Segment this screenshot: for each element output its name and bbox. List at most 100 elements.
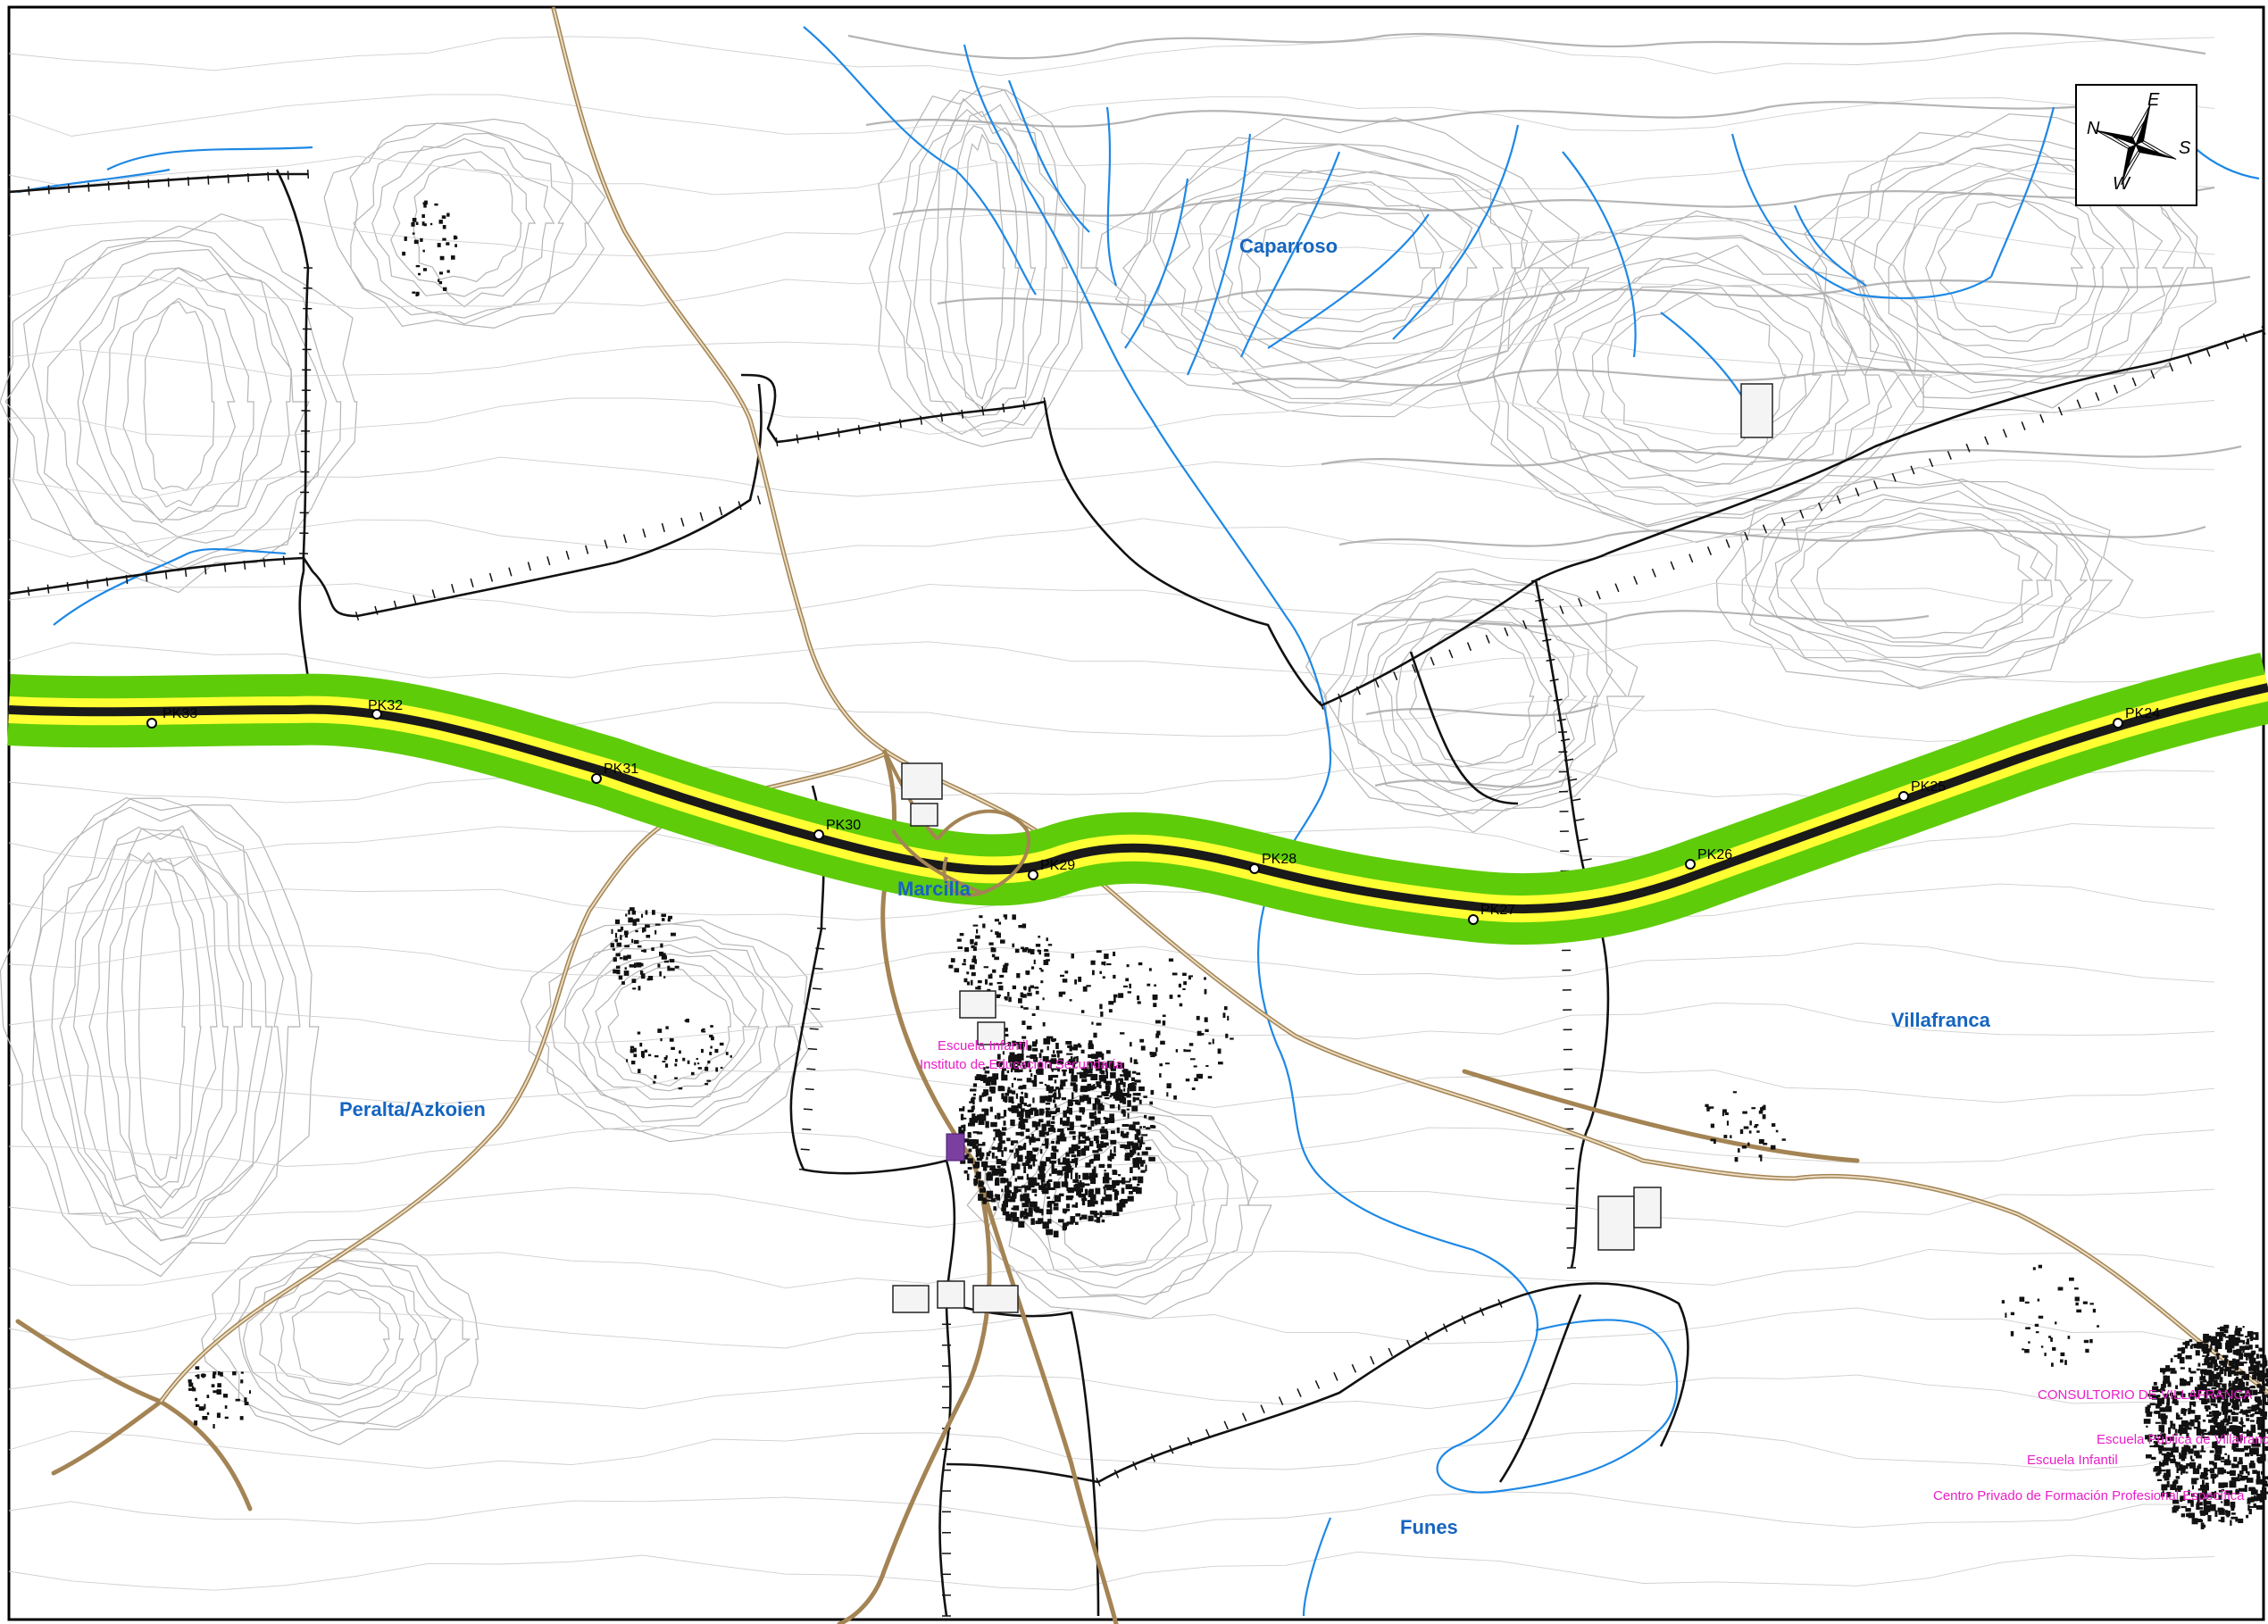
building (2188, 1427, 2192, 1430)
building (412, 218, 417, 222)
building (628, 909, 630, 915)
building (1021, 1185, 1029, 1188)
boundary-tick (2169, 362, 2174, 372)
building (2180, 1408, 2186, 1414)
building (2206, 1414, 2213, 1417)
building (2203, 1337, 2209, 1344)
building (2259, 1389, 2263, 1395)
building (1091, 1021, 1094, 1025)
building (2229, 1380, 2231, 1384)
building (985, 1199, 992, 1202)
building (2159, 1388, 2162, 1394)
building (211, 1384, 215, 1387)
building (2212, 1494, 2216, 1498)
building (1090, 1178, 1096, 1185)
building (2028, 1341, 2030, 1344)
building (979, 1113, 987, 1121)
building (1155, 1047, 1158, 1052)
building (639, 970, 644, 975)
building (998, 985, 1004, 991)
building (996, 1112, 1001, 1120)
contour-line (1739, 478, 2114, 690)
building (1063, 1110, 1067, 1118)
building (662, 953, 666, 956)
building (1022, 1203, 1028, 1208)
building (2149, 1445, 2155, 1447)
building (2199, 1376, 2204, 1381)
building (451, 255, 455, 260)
building (2214, 1363, 2217, 1370)
building (2231, 1383, 2236, 1389)
building (1125, 1184, 1133, 1189)
building (1041, 1109, 1045, 1114)
building (667, 918, 671, 922)
building (2246, 1338, 2250, 1343)
boundary-tick (1002, 403, 1005, 413)
building (1097, 1062, 1103, 1066)
building (961, 1125, 965, 1128)
building (1021, 1162, 1030, 1166)
building (625, 913, 628, 917)
building (2215, 1353, 2221, 1356)
building (2236, 1359, 2240, 1366)
building (2214, 1510, 2218, 1517)
building (2239, 1348, 2246, 1351)
building (1113, 1193, 1118, 1201)
building (2256, 1470, 2261, 1478)
building (1078, 976, 1082, 982)
building (2257, 1423, 2263, 1430)
building (2180, 1471, 2183, 1475)
building (1132, 1121, 1140, 1125)
building (1199, 1033, 1205, 1036)
building (2227, 1454, 2230, 1461)
building (2074, 1296, 2080, 1302)
building (2097, 1325, 2099, 1328)
building (1056, 1054, 1060, 1058)
building (442, 237, 446, 241)
building (996, 994, 1000, 998)
building (994, 919, 999, 922)
building (1017, 1062, 1021, 1066)
building (2233, 1353, 2239, 1355)
building (972, 946, 977, 952)
building (1775, 1129, 1779, 1133)
building (2075, 1302, 2079, 1306)
boundary-tick (2261, 326, 2266, 335)
building (1178, 983, 1181, 988)
building (1083, 1145, 1089, 1151)
building (2024, 1349, 2030, 1353)
boundary-tick (1578, 597, 1583, 607)
building (2145, 1406, 2150, 1413)
building (2201, 1445, 2204, 1453)
building (632, 987, 637, 990)
building (1033, 1209, 1038, 1212)
building (2229, 1480, 2237, 1488)
building (1040, 980, 1044, 984)
building (2205, 1469, 2211, 1472)
building (2216, 1371, 2222, 1378)
boundary-tick (1965, 443, 1971, 453)
boundary-tick (699, 512, 704, 521)
contour-line (59, 825, 262, 1229)
boundary-tick (204, 565, 207, 575)
building (1010, 1119, 1015, 1127)
building (972, 1083, 977, 1087)
building (2064, 1360, 2067, 1365)
contour-line (1238, 200, 1445, 333)
building (2170, 1422, 2173, 1427)
building (1070, 1216, 1076, 1223)
building (1029, 1201, 1035, 1208)
building (1088, 1064, 1093, 1070)
building (1067, 1099, 1073, 1106)
building (1032, 1182, 1040, 1187)
contour-line (8, 275, 2215, 316)
building (1758, 1138, 1764, 1145)
building (2165, 1469, 2171, 1476)
building (1036, 1005, 1039, 1011)
building (1085, 1162, 1091, 1168)
building (1019, 1085, 1023, 1090)
building (969, 1118, 975, 1125)
building (2204, 1432, 2211, 1436)
building (1024, 1109, 1030, 1116)
building (1047, 944, 1053, 946)
